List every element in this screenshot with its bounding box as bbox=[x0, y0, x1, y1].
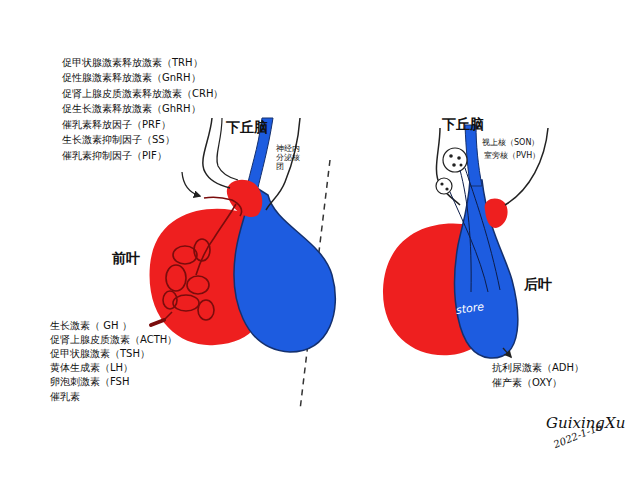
hormone-label: 黄体生成素（LH） bbox=[50, 362, 133, 374]
nucleus-label: 室旁核（PVH） bbox=[484, 151, 540, 161]
region-label: 下丘脑 bbox=[442, 116, 484, 133]
outflow-vessel bbox=[151, 320, 164, 325]
pointer-arrow bbox=[182, 172, 200, 196]
nucleus-label: 视上核（SON） bbox=[482, 138, 539, 148]
store-label: store bbox=[455, 300, 485, 317]
hormone-label: 催乳素 bbox=[50, 391, 80, 403]
neuron-bodies bbox=[440, 154, 462, 190]
region-label: 下丘脑 bbox=[226, 119, 268, 136]
hypothalamus-outline bbox=[203, 118, 230, 188]
hormone-label: 催乳素释放因子（PRF） bbox=[62, 119, 171, 131]
axons bbox=[450, 168, 500, 292]
hormone-label: 促肾上腺皮质激素（ACTH） bbox=[50, 334, 177, 346]
hormone-label: 促性腺激素释放激素（GnRH） bbox=[62, 72, 201, 84]
nucleus bbox=[436, 178, 452, 194]
hormone-label: 促甲状腺激素释放激素（TRH） bbox=[62, 57, 203, 69]
hormone-label: 催产素（OXY） bbox=[492, 377, 562, 389]
nucleus bbox=[443, 148, 467, 172]
hormone-label: 生长激素（ GH ） bbox=[50, 320, 132, 332]
hormone-label: 生长激素抑制因子（SS） bbox=[62, 134, 175, 146]
hormone-label: 促肾上腺皮质激素释放激素（CRH） bbox=[62, 88, 223, 100]
hormone-label: 抗利尿激素（ADH） bbox=[492, 362, 584, 374]
hormone-label: 催乳素抑制因子（PIF） bbox=[62, 150, 167, 162]
median-eminence bbox=[485, 199, 508, 228]
portal-vessels bbox=[163, 197, 242, 320]
lobe-label: 前叶 bbox=[112, 250, 140, 267]
nucleus-label: 神经内分泌核团 bbox=[276, 144, 307, 171]
posterior-lobe bbox=[455, 180, 518, 358]
hormone-label: 促生长激素释放激素（GhRH） bbox=[62, 103, 201, 115]
lobe-label: 后叶 bbox=[524, 276, 552, 293]
hormone-label: 促甲状腺激素（TSH） bbox=[50, 348, 150, 360]
hormone-label: 卵泡刺激素（FSH bbox=[50, 376, 129, 388]
release-arrow bbox=[503, 348, 511, 357]
